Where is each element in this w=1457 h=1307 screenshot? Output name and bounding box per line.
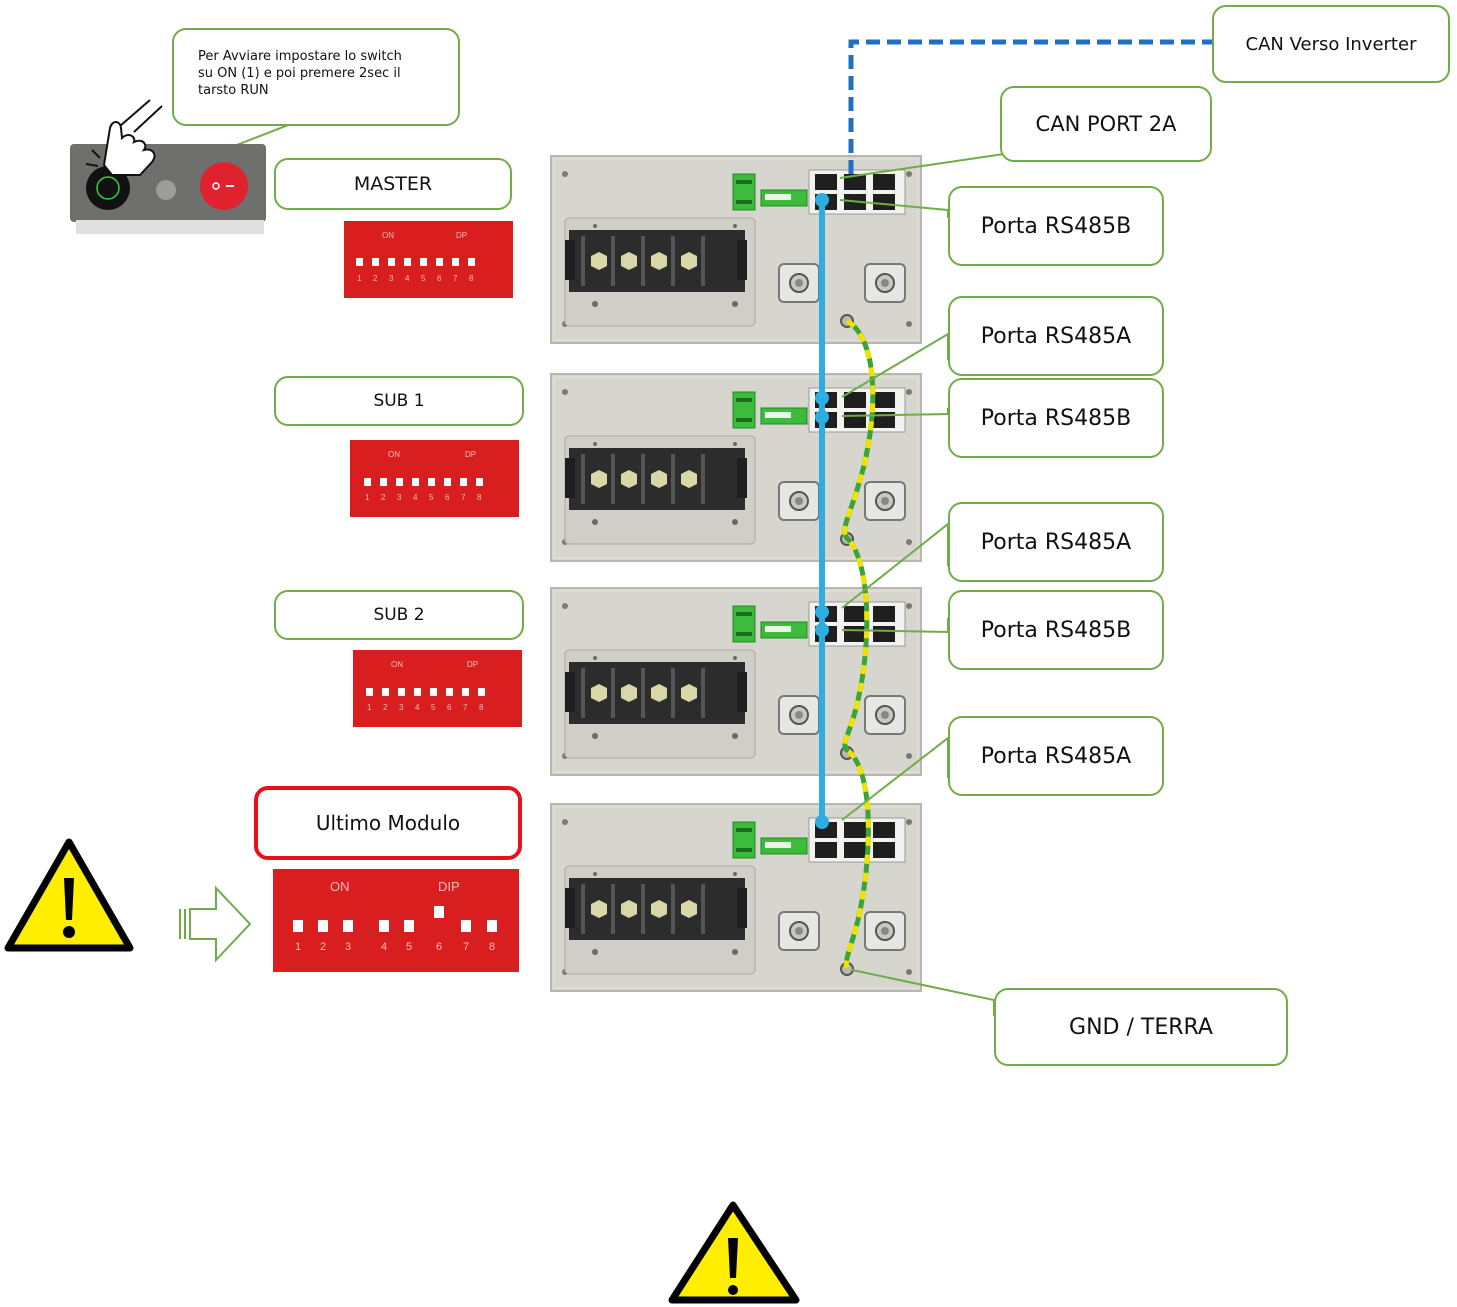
dip-number: 3	[345, 941, 351, 953]
rs485-dot	[815, 193, 829, 207]
sub1-label: SUB 1	[274, 376, 524, 426]
rs485-dot	[815, 623, 829, 637]
dip-number: 1	[367, 703, 372, 712]
dip-number: 7	[461, 493, 466, 502]
dip-number: 3	[399, 703, 404, 712]
dip-number: 3	[389, 274, 394, 283]
port-rs485a-sub2: Porta RS485A	[948, 502, 1164, 582]
port-label: Porta RS485B	[980, 405, 1132, 431]
dip-number: 3	[397, 493, 402, 502]
dip-number: 6	[436, 941, 442, 953]
dip-number: 8	[479, 703, 484, 712]
sub1-text: SUB 1	[373, 391, 425, 411]
dip-switch-sub1: ON DP 1 2 3 4 5 6 7 8	[350, 440, 519, 517]
warning-icon	[668, 1201, 800, 1304]
dip-number: 2	[381, 493, 386, 502]
dip-number: 8	[489, 941, 495, 953]
dip-dp-label: DP	[467, 660, 478, 669]
port-label: Porta RS485A	[980, 529, 1132, 555]
dip-switch-last: ON DIP 1 2 3 4 5 6 7 8	[273, 869, 519, 972]
port-label: Porta RS485A	[980, 743, 1132, 769]
master-text: MASTER	[353, 173, 433, 195]
rs485-dot	[815, 605, 829, 619]
dip-on-label: ON	[388, 450, 400, 459]
dip-6-on	[434, 906, 444, 918]
last-module-text: Ultimo Modulo	[315, 811, 461, 835]
port-label: Porta RS485A	[980, 323, 1132, 349]
port-rs485a-last: Porta RS485A	[948, 716, 1164, 796]
dip-number: 1	[357, 274, 362, 283]
port-rs485b-sub2: Porta RS485B	[948, 590, 1164, 670]
can-cable	[848, 39, 1212, 174]
start-instruction-text: Per Avviare impostare lo switch su ON (1…	[198, 49, 402, 98]
dip-number: 4	[381, 941, 387, 953]
dip-number: 5	[429, 493, 434, 502]
dip-number: 7	[463, 703, 468, 712]
can-port-text: CAN PORT 2A	[1035, 112, 1177, 136]
dip-switch-sub2: ON DP 1 2 3 4 5 6 7 8	[353, 650, 522, 727]
hand-press-icon	[85, 99, 163, 177]
gnd-label: GND / TERRA	[994, 988, 1288, 1066]
sub2-text: SUB 2	[373, 605, 425, 625]
rs485-dot	[815, 815, 829, 829]
dip-number: 2	[320, 941, 326, 953]
rs485-dot	[815, 391, 829, 405]
battery-module-master	[550, 155, 922, 344]
dip-number: 7	[453, 274, 458, 283]
sub2-label: SUB 2	[274, 590, 524, 640]
port-rs485a-sub1: Porta RS485A	[948, 296, 1164, 376]
dip-number: 1	[295, 941, 301, 953]
warning-icon	[4, 838, 134, 952]
dip-number: 4	[413, 493, 418, 502]
gnd-text: GND / TERRA	[1069, 1014, 1213, 1040]
dip-number: 7	[463, 941, 469, 953]
ground-cable	[842, 318, 876, 969]
port-rs485b-master: Porta RS485B	[948, 186, 1164, 266]
rs485-dot	[815, 410, 829, 424]
dip-number: 6	[445, 493, 450, 502]
dip-number: 8	[477, 493, 482, 502]
battery-module-last	[550, 803, 922, 992]
master-label: MASTER	[274, 158, 512, 210]
run-button-icon	[86, 166, 130, 210]
dip-switch-master: ON DP 1 2 3 4 5 6 7 8	[344, 221, 513, 298]
can-inverter-label: CAN Verso Inverter	[1212, 5, 1450, 83]
dip-on-label: ON	[382, 231, 394, 240]
start-instruction-note: Per Avviare impostare lo switch su ON (1…	[172, 28, 460, 126]
dip-number: 5	[421, 274, 426, 283]
last-module-label: Ultimo Modulo	[254, 786, 522, 860]
dip-number: 5	[431, 703, 436, 712]
start-panel	[70, 99, 266, 234]
dip-on-label: ON	[391, 660, 403, 669]
can-inverter-text: CAN Verso Inverter	[1245, 33, 1417, 55]
can-port-label: CAN PORT 2A	[1000, 86, 1212, 162]
dip-number: 4	[405, 274, 410, 283]
dip-dp-label: DP	[465, 450, 476, 459]
dip-number: 2	[383, 703, 388, 712]
dip-number: 1	[365, 493, 370, 502]
dip-number: 8	[469, 274, 474, 283]
dip-label: DIP	[438, 879, 460, 894]
port-label: Porta RS485B	[980, 617, 1132, 643]
dip-number: 6	[437, 274, 442, 283]
port-rs485b-sub1: Porta RS485B	[948, 378, 1164, 458]
dip-number: 2	[373, 274, 378, 283]
dip-number: 4	[415, 703, 420, 712]
power-switch-icon	[200, 162, 248, 210]
dip-number: 6	[447, 703, 452, 712]
dip-dp-label: DP	[456, 231, 467, 240]
dip-number: 5	[406, 941, 412, 953]
port-label: Porta RS485B	[980, 213, 1132, 239]
dip-on-label: ON	[330, 879, 350, 894]
arrow-right-icon	[179, 885, 252, 963]
